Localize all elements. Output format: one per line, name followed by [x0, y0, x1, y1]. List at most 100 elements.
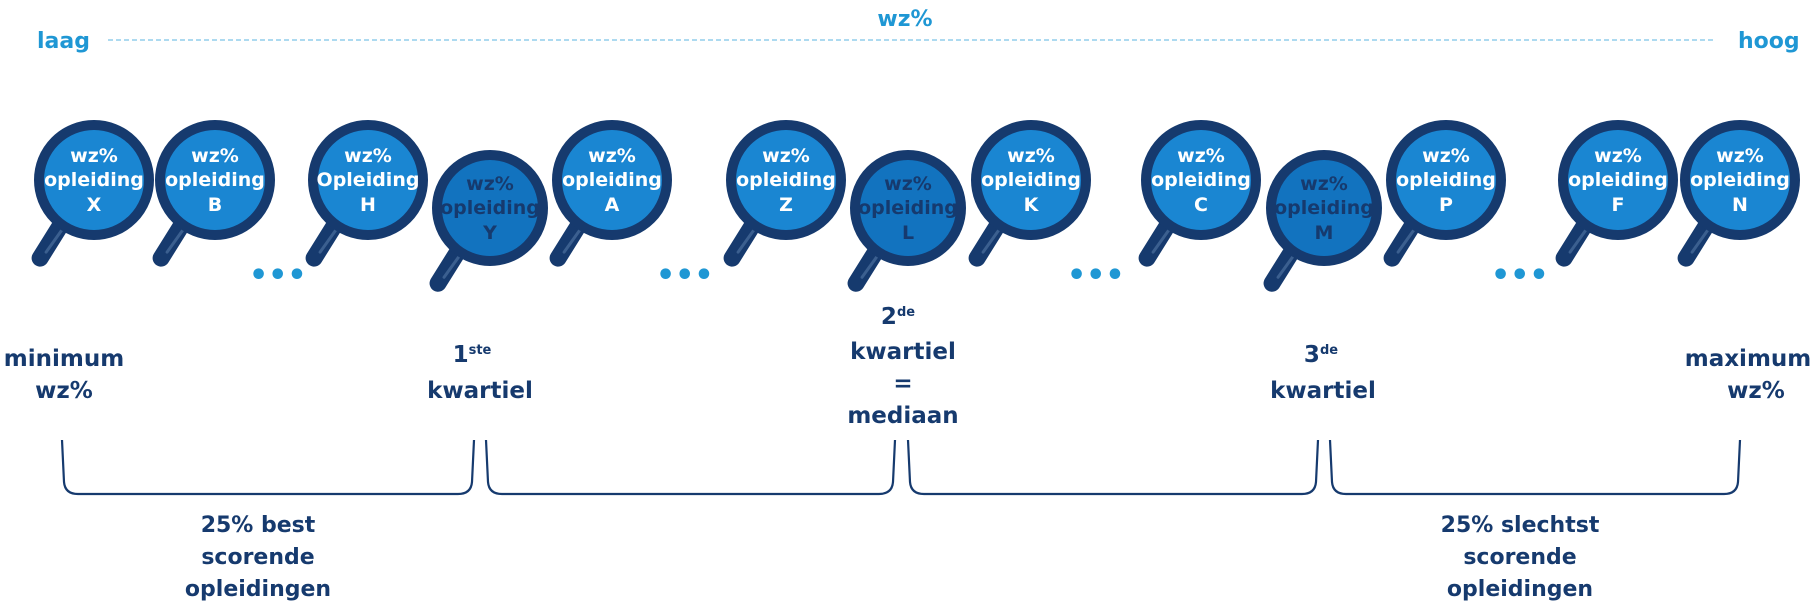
magnifier-line3: C [1194, 194, 1208, 216]
bracket-q4 [1328, 439, 1742, 496]
magnifier-handle [1138, 214, 1178, 267]
magnifier-line2: opleiding [440, 197, 540, 219]
svg-text:2de: 2de [881, 304, 915, 330]
magnifier-line3: K [1024, 194, 1040, 216]
ellipsis-dots: ••• [1491, 258, 1549, 293]
magnifier-line3: F [1612, 194, 1625, 216]
magnifier-line3: Z [779, 194, 793, 216]
magnifier-line2: opleiding [858, 197, 958, 219]
svg-text:opleidingen: opleidingen [1447, 577, 1593, 602]
svg-text:kwartiel: kwartiel [1270, 378, 1376, 404]
magnifier-handle [1263, 240, 1302, 292]
magnifier-lens [726, 120, 846, 240]
magnifier-handle [429, 240, 468, 292]
magnifier-line2: Opleiding [317, 169, 420, 191]
magnifier-line2: opleiding [1396, 169, 1496, 191]
magnifier-handle [968, 214, 1008, 267]
magnifier-line1: wz% [466, 173, 514, 195]
magnifier-lens [552, 120, 672, 240]
magnifier-lens [432, 150, 548, 266]
magnifier-line1: wz% [1300, 173, 1348, 195]
magnifier-line1: wz% [1716, 145, 1764, 167]
magnifier-line3: M [1315, 222, 1334, 244]
svg-text:maximum: maximum [1685, 346, 1810, 372]
magnifier-lens [34, 120, 154, 240]
magnifier-handle [1383, 214, 1423, 267]
bracket-q2 [484, 439, 897, 496]
magnifier-line1: wz% [1177, 145, 1225, 167]
worst-group-label: 25% slechtst scorende opleidingen [1441, 513, 1600, 602]
magnifier-line3: H [360, 194, 376, 216]
magnifier-line2: opleiding [44, 169, 144, 191]
magnifier-line3: A [605, 194, 620, 216]
magnifier-line2: opleiding [562, 169, 662, 191]
magnifier-line1: wz% [884, 173, 932, 195]
magnifier-row: wz%opleidingXwz%opleidingBwz%OpleidingHw… [31, 120, 1800, 292]
magnifier-handle [1555, 214, 1595, 267]
maximum-label: maximum wz% [1685, 346, 1810, 404]
svg-text:scorende: scorende [201, 545, 314, 570]
magnifier-line3: P [1439, 194, 1453, 216]
magnifier-lens [155, 120, 275, 240]
magnifier-handle [1677, 214, 1717, 267]
ellipsis-dots: ••• [656, 258, 714, 293]
magnifier-line1: wz% [588, 145, 636, 167]
magnifier-handle [305, 214, 345, 267]
svg-text:mediaan: mediaan [847, 403, 958, 429]
svg-text:minimum: minimum [4, 346, 124, 372]
bracket-q3 [906, 439, 1320, 496]
magnifier-line3: X [87, 194, 102, 216]
magnifier-line2: opleiding [1151, 169, 1251, 191]
ellipsis-row: •••••••••••• [249, 258, 1549, 293]
magnifier-line1: wz% [344, 145, 392, 167]
magnifier-handle [549, 214, 589, 267]
svg-text:wz%: wz% [1727, 378, 1785, 404]
magnifier-lens [1266, 150, 1382, 266]
magnifier-lens [1680, 120, 1800, 240]
q1-label: 1ste kwartiel [427, 342, 533, 404]
magnifier-line1: wz% [1007, 145, 1055, 167]
q2-label: 2de kwartiel = mediaan [847, 304, 958, 429]
svg-text:wz%: wz% [35, 378, 93, 404]
magnifier-line3: N [1732, 194, 1748, 216]
magnifier-lens [971, 120, 1091, 240]
magnifier-lens [1558, 120, 1678, 240]
bracket-q1 [60, 439, 476, 496]
magnifier-handle [152, 214, 192, 267]
magnifier-line3: B [208, 194, 222, 216]
magnifier-lens [1386, 120, 1506, 240]
magnifier-line1: wz% [1594, 145, 1642, 167]
magnifier-handle [723, 214, 763, 267]
magnifier-lens [308, 120, 428, 240]
svg-text:kwartiel: kwartiel [850, 339, 956, 365]
axis-high-label: hoog [1738, 29, 1800, 54]
magnifier-lens [850, 150, 966, 266]
magnifier-line2: opleiding [736, 169, 836, 191]
magnifier-line2: opleiding [165, 169, 265, 191]
magnifier-handle [31, 214, 71, 267]
magnifier-lens [1141, 120, 1261, 240]
magnifier-line1: wz% [70, 145, 118, 167]
svg-text:1ste: 1ste [453, 342, 492, 368]
magnifier-line1: wz% [1422, 145, 1470, 167]
svg-text:scorende: scorende [1463, 545, 1576, 570]
axis-low-label: laag [37, 29, 90, 54]
magnifier-line2: opleiding [1274, 197, 1374, 219]
q3-label: 3de kwartiel [1270, 342, 1376, 404]
magnifier-line2: opleiding [981, 169, 1081, 191]
svg-text:kwartiel: kwartiel [427, 378, 533, 404]
magnifier-line1: wz% [762, 145, 810, 167]
magnifier-line2: opleiding [1690, 169, 1790, 191]
